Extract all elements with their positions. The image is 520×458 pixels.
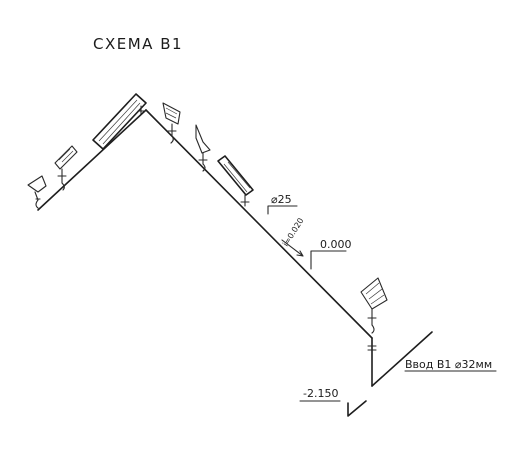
main-pipe-right-branch [145,109,373,339]
underground-pipe-break [347,400,367,417]
scheme-title: СХЕМА В1 [93,35,183,53]
fixture-sink-riser [360,277,388,351]
zero-elevation-label: 0.000 [320,238,352,251]
fixture-wash-basin-left [27,175,47,209]
inlet-annotation: Ввод В1 ⌀32мм [404,358,497,372]
pipe-network [37,109,433,417]
inlet-label: Ввод В1 ⌀32мм [405,358,492,371]
fixture-shower-tray [217,155,254,207]
pipe-diameter-label: ⌀25 [271,193,292,206]
fixture-toilet [195,124,211,172]
diameter-annotation: ⌀25 [267,193,298,215]
inlet-pipe [371,331,433,387]
depth-elevation-mark: -2.150 [299,387,341,402]
main-pipe-left-branch [37,109,147,211]
fixture-bath-tub [92,93,147,150]
fixture-sink-left [54,145,78,191]
slope-label: i=0.020 [281,216,305,248]
depth-elevation-label: -2.150 [303,387,338,400]
zero-elevation-mark: 0.000 [310,238,352,270]
fixture-sink-upper-right [162,102,181,144]
